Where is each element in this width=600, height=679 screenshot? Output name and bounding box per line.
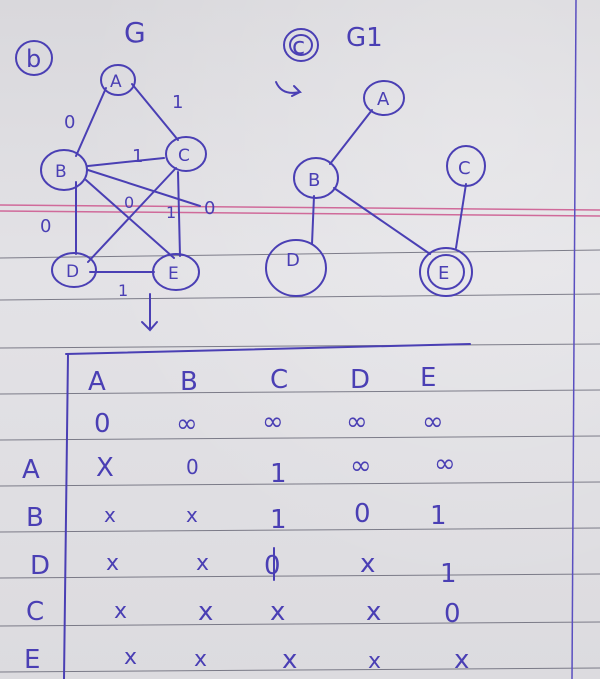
table-header-e: E (420, 363, 436, 393)
vertical-margin-line (571, 0, 577, 679)
cell-d-d: x (360, 549, 375, 579)
cell-b-c: 1 (270, 505, 287, 535)
cell-a-a: X (96, 453, 114, 483)
edge-weight-de: 1 (118, 281, 128, 300)
cell-c-b: x (198, 597, 213, 627)
graph-g1-nodes (265, 80, 486, 297)
cell-e-a: x (124, 645, 137, 670)
edge-weight-bd: 0 (40, 216, 51, 237)
cell-d-a: x (106, 551, 119, 576)
cell-e-c: x (282, 645, 297, 675)
row-label-d: D (30, 551, 50, 581)
graph-g1-title: G1 (346, 23, 383, 53)
part-c-label: c (292, 32, 305, 60)
initial-dist-b: ∞ (176, 409, 198, 439)
part-c-circle-outer (283, 28, 319, 62)
graph-g-node-c: C (178, 146, 190, 166)
cell-a-d: ∞ (350, 451, 372, 481)
part-b-circle (15, 40, 53, 76)
cell-c-a: x (114, 599, 127, 624)
initial-dist-d: ∞ (346, 407, 368, 437)
initial-dist-e: ∞ (422, 407, 444, 437)
cell-c-c: x (270, 597, 285, 627)
row-label-e: E (24, 645, 40, 675)
cell-e-d: x (368, 649, 381, 674)
row-label-b: B (26, 503, 44, 533)
edge-weight-ac: 1 (172, 92, 183, 113)
graph-g1-edges (311, 109, 467, 255)
graph-g-node-d: D (66, 262, 79, 282)
cell-b-e: 1 (430, 501, 447, 531)
cell-b-a: x (104, 503, 116, 527)
cell-a-e: ∞ (434, 449, 456, 479)
cell-c-d: x (366, 597, 381, 627)
table-header-d: D (350, 365, 370, 395)
graph-g-node-a: A (110, 72, 122, 92)
cell-c-e: 0 (444, 599, 461, 629)
table-header-b: B (180, 367, 198, 397)
row-label-c: C (26, 597, 44, 627)
table-frame (63, 343, 471, 679)
down-arrow-icon (141, 293, 158, 332)
cell-b-b: x (186, 503, 198, 527)
graph-g1-node-a: A (377, 89, 390, 110)
curved-arrow-icon (275, 81, 302, 97)
edge-weight-cd: 1 (166, 203, 176, 222)
row-label-a: A (22, 455, 40, 485)
cell-e-b: x (194, 647, 207, 672)
graph-g1-node-d: D (286, 250, 300, 271)
part-c-circle-inner (289, 34, 313, 56)
cell-d-e: 1 (440, 559, 457, 589)
edge-weight-be: 0 (124, 193, 134, 212)
graph-g-title: G (124, 16, 146, 49)
graph-g1-node-b: B (308, 170, 320, 191)
cell-d-c: 0 (264, 551, 281, 581)
edge-weight-ce: 0 (204, 198, 215, 219)
edge-weight-bc: 1 (132, 146, 143, 167)
part-b-label: b (26, 45, 41, 73)
ruled-lines (0, 249, 600, 673)
pink-margin-lines (0, 204, 600, 217)
cell-a-b: 0 (186, 455, 199, 479)
graph-g1-node-c: C (458, 158, 471, 179)
cell-e-e: x (454, 645, 469, 675)
cell-d-b: x (196, 551, 209, 576)
graph-g-node-b: B (55, 162, 67, 182)
table-header-c: C (270, 365, 288, 395)
cell-a-c: 1 (270, 459, 287, 489)
cell-b-d: 0 (354, 499, 371, 529)
graph-g-node-e: E (168, 264, 179, 284)
table-header-a: A (88, 367, 106, 397)
graph-g-nodes (40, 64, 207, 291)
graph-g-edges (75, 83, 201, 273)
edge-weight-ab: 0 (64, 112, 75, 133)
graph-g1-node-e: E (438, 263, 449, 284)
initial-dist-c: ∞ (262, 407, 284, 437)
initial-dist-a: 0 (94, 409, 111, 439)
